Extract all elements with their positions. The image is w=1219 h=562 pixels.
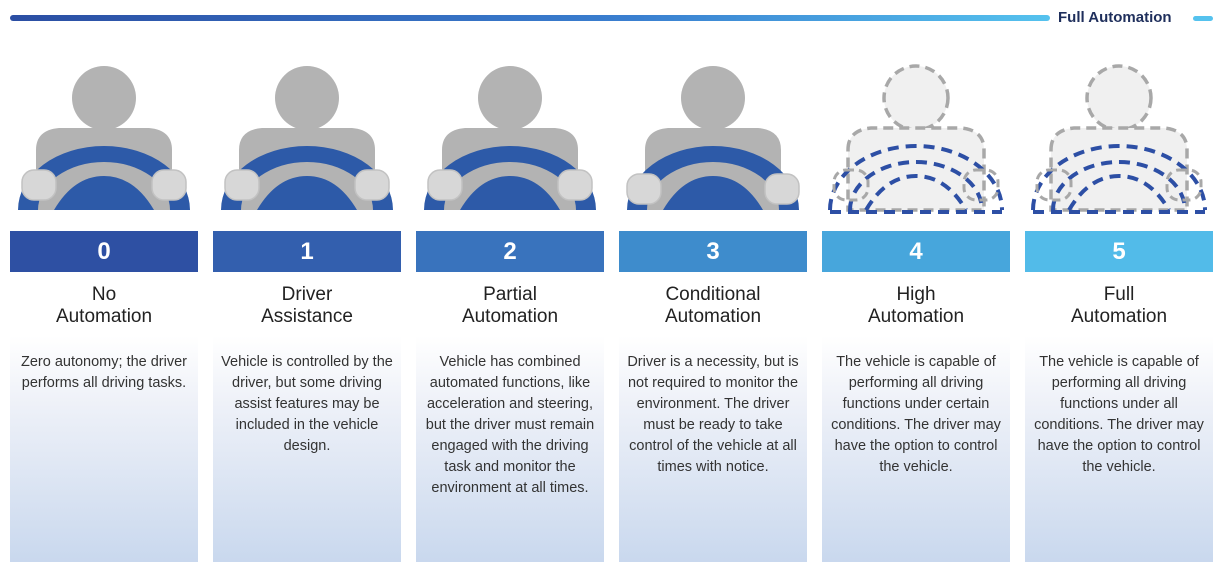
level-number: 2: [503, 238, 517, 265]
level-column-1: 1 Driver Assistance Vehicle is controlle…: [213, 0, 401, 562]
level-title-line2: Automation: [867, 306, 965, 327]
right-hand: [962, 168, 1000, 202]
level-description-panel: Vehicle is controlled by the driver, but…: [213, 336, 401, 562]
driver-head: [1085, 64, 1153, 132]
level-number-box: 3: [619, 231, 807, 272]
left-hand: [224, 169, 260, 201]
right-hand: [557, 169, 593, 201]
level-title: Conditional Automation: [619, 284, 807, 328]
driver-head: [478, 66, 542, 130]
driver-body: [1049, 126, 1189, 212]
level-title-line2: Automation: [1070, 306, 1168, 327]
driver-body: [442, 128, 578, 210]
level-title: Driver Assistance: [213, 284, 401, 328]
level-number: 0: [97, 238, 111, 265]
driver-head: [275, 66, 339, 130]
level-description-panel: Zero autonomy; the driver performs all d…: [10, 336, 198, 562]
level-description: Vehicle is controlled by the driver, but…: [221, 354, 393, 454]
level-description: Vehicle has combined automated functions…: [425, 354, 595, 496]
level-title-line2: Automation: [664, 306, 762, 327]
driver-head: [882, 64, 950, 132]
level-column-2: 2 Partial Automation Vehicle has combine…: [416, 0, 604, 562]
right-hand: [764, 173, 800, 205]
driver-solid-icon: [221, 66, 393, 210]
driver-hands-off-icon: [626, 66, 800, 210]
left-hand: [21, 169, 57, 201]
left-hand: [1035, 168, 1073, 202]
steering-wheel-hub: [1067, 173, 1171, 212]
level-title: Full Automation: [1025, 284, 1213, 328]
level-title-line1: Driver: [281, 284, 333, 305]
level-title-line2: Assistance: [261, 306, 353, 327]
driver-body: [645, 128, 781, 210]
level-description: The vehicle is capable of performing all…: [831, 354, 1001, 475]
right-hand: [354, 169, 390, 201]
level-title-line1: No: [91, 284, 117, 305]
level-title-line1: Full: [1103, 284, 1135, 305]
steering-wheel-rim-outer: [1031, 144, 1207, 211]
level-number: 3: [706, 238, 720, 265]
steering-wheel-rim-inner: [1051, 160, 1187, 211]
automation-scale-bar: [10, 15, 1050, 21]
driver-dashed-icon: [828, 64, 1004, 214]
level-description-panel: The vehicle is capable of performing all…: [1025, 336, 1213, 562]
driver-body: [36, 128, 172, 210]
driver-dashed-icon: [1031, 64, 1207, 214]
left-hand: [427, 169, 463, 201]
driver-head: [681, 66, 745, 130]
level-column-4: 4 High Automation The vehicle is capable…: [822, 0, 1010, 562]
driver-solid-icon: [424, 66, 596, 210]
steering-wheel-rim-outer: [828, 144, 1004, 211]
level-number-box: 0: [10, 231, 198, 272]
steering-wheel-rim: [627, 146, 799, 210]
level-description-panel: Driver is a necessity, but is not requir…: [619, 336, 807, 562]
steering-wheel-hub: [54, 176, 154, 210]
level-number: 1: [300, 238, 314, 265]
automation-levels: 0 No Automation Zero autonomy; the drive…: [10, 0, 1213, 562]
steering-wheel-rim: [18, 146, 190, 210]
steering-wheel-rim: [221, 146, 393, 210]
level-column-3: 3 Conditional Automation Driver is a nec…: [619, 0, 807, 562]
level-description-panel: Vehicle has combined automated functions…: [416, 336, 604, 562]
left-hand: [832, 168, 870, 202]
driver-body: [846, 126, 986, 212]
level-title: High Automation: [822, 284, 1010, 328]
left-hand: [626, 173, 662, 205]
level-title: Partial Automation: [416, 284, 604, 328]
automation-scale-bar-end: [1193, 16, 1213, 21]
level-number-box: 4: [822, 231, 1010, 272]
right-hand: [151, 169, 187, 201]
driver-body: [239, 128, 375, 210]
level-title-line1: Partial: [483, 284, 537, 305]
steering-wheel-rim: [424, 146, 596, 210]
driver-solid-icon: [18, 66, 190, 210]
driver-head: [72, 66, 136, 130]
level-title-line2: Automation: [55, 306, 153, 327]
level-description: Zero autonomy; the driver performs all d…: [20, 354, 188, 391]
right-hand: [1165, 168, 1203, 202]
level-title-line2: Automation: [461, 306, 559, 327]
steering-wheel-hub: [663, 176, 763, 210]
level-description: Driver is a necessity, but is not requir…: [627, 354, 799, 475]
level-title: No Automation: [10, 284, 198, 328]
level-column-0: 0 No Automation Zero autonomy; the drive…: [10, 0, 198, 562]
steering-wheel-rim-inner: [848, 160, 984, 211]
level-description: The vehicle is capable of performing all…: [1034, 354, 1204, 475]
full-automation-label: Full Automation: [1058, 9, 1172, 26]
level-number-box: 1: [213, 231, 401, 272]
level-number-box: 5: [1025, 231, 1213, 272]
level-number: 5: [1112, 238, 1126, 265]
level-description-panel: The vehicle is capable of performing all…: [822, 336, 1010, 562]
level-number-box: 2: [416, 231, 604, 272]
level-number: 4: [909, 238, 923, 265]
level-title-line1: Conditional: [665, 284, 761, 305]
level-title-line1: High: [896, 284, 936, 305]
steering-wheel-hub: [257, 176, 357, 210]
steering-wheel-hub: [864, 173, 968, 212]
steering-wheel-hub: [460, 176, 560, 210]
level-column-5: 5 Full Automation The vehicle is capable…: [1025, 0, 1213, 562]
